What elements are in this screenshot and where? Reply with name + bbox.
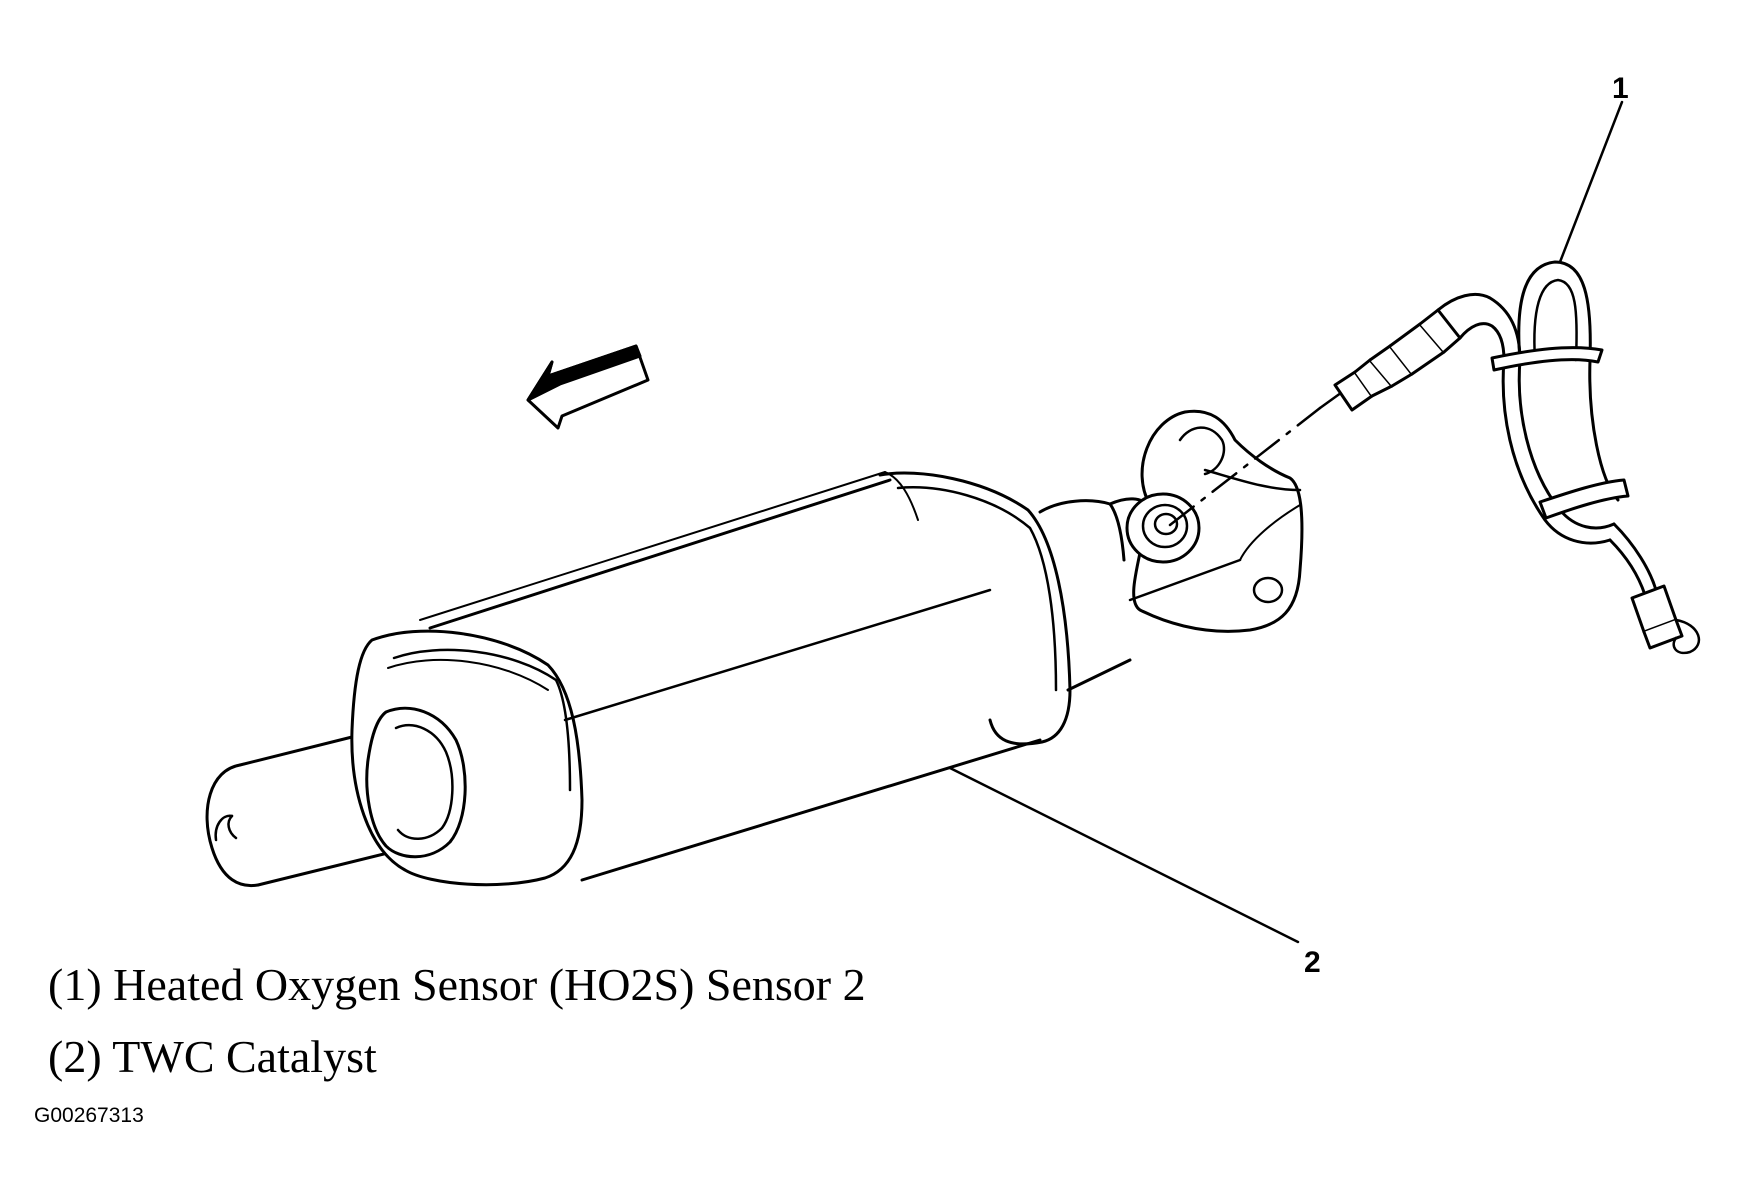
ho2s-sensor (1318, 308, 1462, 412)
sensor-wiring-harness (1436, 260, 1701, 655)
leader-line-2 (948, 766, 1300, 944)
direction-arrow-icon (526, 344, 650, 430)
twc-catalyst (350, 471, 1072, 887)
figure-id: G00267313 (34, 1104, 144, 1127)
exhaust-pipe (205, 733, 394, 888)
callout-label-2: 2 (1304, 946, 1321, 979)
legend-item-ho2s: (1) Heated Oxygen Sensor (HO2S) Sensor 2 (48, 959, 866, 1010)
install-path-line (1168, 406, 1322, 527)
callout-label-1: 1 (1612, 72, 1629, 105)
leader-line-1 (1558, 100, 1624, 264)
outlet-flange (1038, 409, 1304, 692)
legend-item-twc-catalyst: (2) TWC Catalyst (48, 1031, 377, 1082)
